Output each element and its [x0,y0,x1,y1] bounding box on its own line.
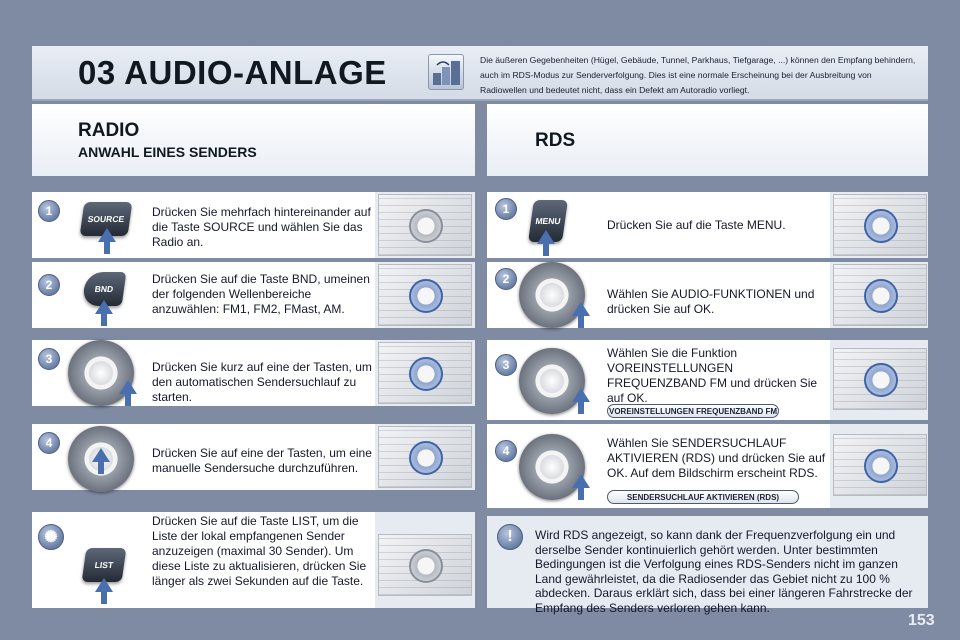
radio-front-panel-image [378,426,472,488]
step-text: Wählen Sie die Funktion VOREINSTELLUNGEN… [607,346,818,405]
page-number: 153 [908,612,935,629]
radio-tip: ✺ LIST Drücken Sie auf die Taste LIST, u… [32,512,475,608]
rds-step-2: 2 Wählen Sie AUDIO-FUNKTIONEN und drücke… [487,262,928,328]
tip-text: Drücken Sie auf die Taste LIST, um die L… [152,514,367,588]
radio-front-panel-image [833,434,927,496]
press-arrow-icon [101,312,107,326]
step-text: Drücken Sie auf die Taste MENU. [607,218,786,232]
press-arrow-head-icon [572,388,590,402]
step-number-badge: 3 [38,348,60,370]
menu-screen-label: VOREINSTELLUNGEN FREQUENZBAND FM [607,404,779,418]
radio-step-1: 1 SOURCE Drücken Sie mehrfach hintereina… [32,192,475,258]
press-arrow-icon [578,400,584,414]
press-arrow-icon [578,314,584,328]
navigation-dpad-icon [68,340,134,406]
press-arrow-icon [98,460,104,474]
radio-title: RADIO [78,120,140,141]
radio-step-4: 4 Drücken Sie auf eine der Tasten, um ei… [32,424,475,492]
page-header: 03 AUDIO-ANLAGE Die äußeren Gegebenheite… [32,46,928,101]
radio-front-panel-image [378,264,472,326]
press-arrow-icon [125,392,131,406]
step-number-badge: 2 [38,274,60,296]
rds-note: ! Wird RDS angezeigt, so kann dank der F… [487,516,928,615]
rds-step-1: 1 MENU Drücken Sie auf die Taste MENU. [487,192,928,258]
step-number-badge: 1 [38,200,60,222]
radio-front-panel-image [833,194,927,256]
radio-step-3: 3 Drücken Sie kurz auf eine der Tasten, … [32,340,475,406]
warning-icon: ! [497,524,523,550]
press-arrow-icon [101,590,107,604]
step-number-badge: 1 [495,198,517,220]
radio-front-panel-image [833,264,927,326]
press-arrow-head-icon [572,302,590,316]
navigation-dpad-icon [519,434,585,500]
press-arrow-icon [543,242,549,256]
radio-subtitle: ANWAHL EINES SENDERS [78,144,257,160]
press-arrow-head-icon [119,380,137,394]
menu-screen-label: SENDERSUCHLAUF AKTIVIEREN (RDS) [607,490,799,504]
step-number-badge: 4 [495,440,517,462]
step-number-badge: 2 [495,268,517,290]
rds-title: RDS [535,130,576,151]
page-title: 03 AUDIO-ANLAGE [78,54,387,91]
press-arrow-head-icon [92,448,110,462]
press-arrow-head-icon [98,228,116,242]
radio-section-header: RADIO ANWAHL EINES SENDERS [32,104,475,176]
press-arrow-icon [104,240,110,254]
radio-front-panel-image [378,534,472,596]
press-arrow-head-icon [95,300,113,314]
step-text: Drücken Sie mehrfach hintereinander auf … [152,205,371,249]
radio-reception-icon [428,54,464,90]
step-text: Wählen Sie SENDERSUCHLAUF AKTIVIEREN (RD… [607,436,826,480]
list-key-icon: LIST [81,548,127,582]
reception-note: Die äußeren Gegebenheiten (Hügel, Gebäud… [480,55,916,95]
step-text: Drücken Sie kurz auf eine der Tasten, um… [152,360,372,404]
navigation-dpad-icon [519,348,585,414]
navigation-dpad-icon [519,262,585,328]
step-text: Wählen Sie AUDIO-FUNKTIONEN und drücken … [607,287,815,316]
radio-front-panel-image [378,194,472,256]
step-number-badge: 4 [38,432,60,454]
note-text: Wird RDS angezeigt, so kann dank der Fre… [535,528,913,615]
step-text: Drücken Sie auf eine der Tasten, um eine… [152,446,372,475]
radio-front-panel-image [378,342,472,404]
step-text: Drücken Sie auf die Taste BND, umeinen d… [152,272,370,316]
press-arrow-head-icon [537,230,555,244]
radio-front-panel-image [833,348,927,410]
rds-section-header: RDS [487,104,928,176]
tip-bulb-icon: ✺ [38,524,64,550]
rds-step-4: 4 Wählen Sie SENDERSUCHLAUF AKTIVIEREN (… [487,424,928,508]
press-arrow-head-icon [95,578,113,592]
step-number-badge: 3 [495,354,517,376]
rds-step-3: 3 Wählen Sie die Funktion VOREINSTELLUNG… [487,340,928,420]
radio-step-2: 2 BND Drücken Sie auf die Taste BND, ume… [32,262,475,328]
press-arrow-icon [578,486,584,500]
press-arrow-head-icon [572,474,590,488]
